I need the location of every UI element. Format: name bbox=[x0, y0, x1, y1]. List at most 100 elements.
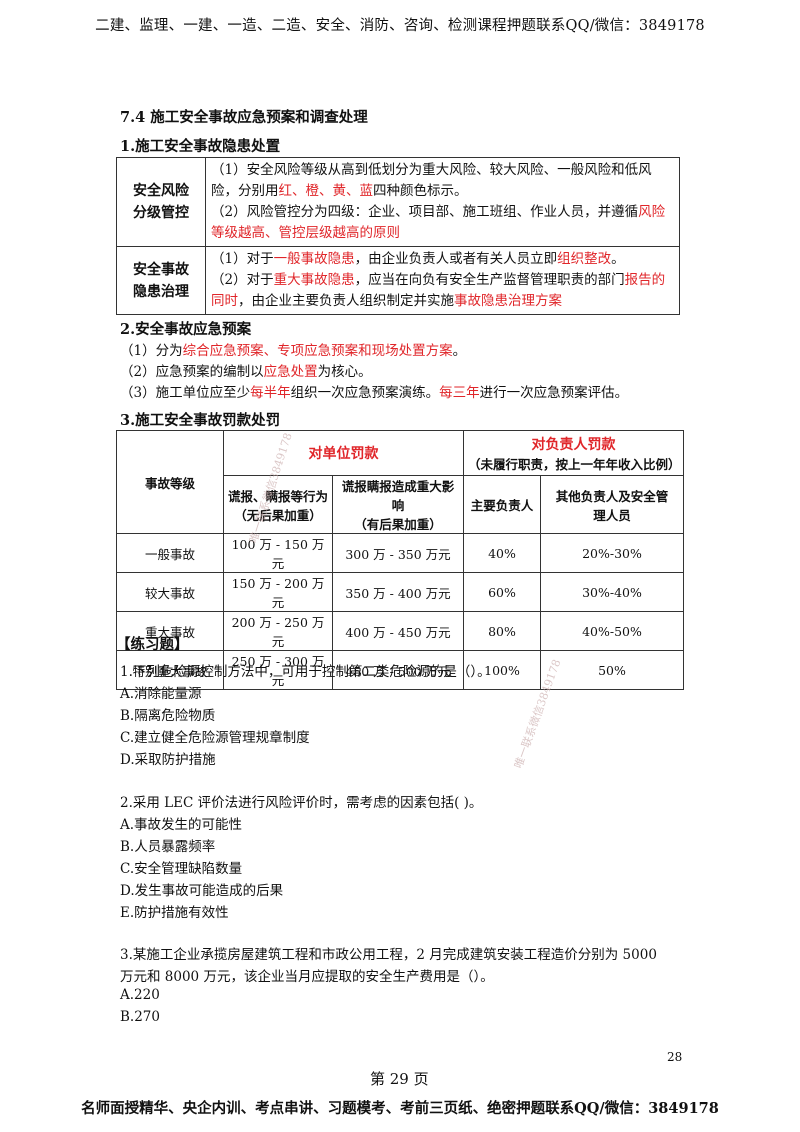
table-header-row: 事故等级 对单位罚款 对负责人罚款 （未履行职责，按上一年年收入比例） bbox=[116, 430, 684, 534]
highlight-text: 事故隐患治理方案 bbox=[454, 293, 562, 309]
highlight-text: 报告的同时 bbox=[211, 272, 666, 309]
cell: 350 万 - 400 万元 bbox=[332, 572, 464, 612]
cell: 30%-40% bbox=[540, 572, 684, 612]
cell: 20%-30% bbox=[540, 533, 684, 573]
header-unit-fine: 对单位罚款 bbox=[223, 430, 464, 476]
text: （2）对于 bbox=[211, 272, 274, 288]
question-3-stem-line-2: 万元和 8000 万元，该企业当月应提取的安全生产费用是（）。 bbox=[120, 969, 494, 985]
text: ，由企业主要负责人组织制定并实施 bbox=[238, 293, 454, 309]
row-key: 安全风险 分级管控 bbox=[116, 157, 206, 247]
text: （1）分为 bbox=[120, 343, 183, 359]
cell: 150 万 - 200 万元 bbox=[223, 572, 333, 612]
practice-title: 【练习题】 bbox=[116, 636, 189, 653]
header-col: 其他负责人及安全管理人员 bbox=[540, 475, 684, 534]
row-key-line: 分级管控 bbox=[133, 205, 189, 221]
question-2-option-a: A.事故发生的可能性 bbox=[120, 817, 243, 833]
question-2-option-e: E.防护措施有效性 bbox=[120, 905, 229, 921]
text: （2）应急预案的编制以 bbox=[120, 364, 264, 380]
cell: 60% bbox=[463, 572, 541, 612]
header-level: 事故等级 bbox=[116, 430, 224, 534]
text: （1）安全风险等级从高到低划分为重大风险、较大风险、一般风险和低风险，分别用 bbox=[211, 162, 652, 199]
cell: 400 万 - 450 万元 bbox=[332, 611, 464, 651]
header-line: （无后果加重） bbox=[234, 507, 322, 523]
row-value: （1）安全风险等级从高到低划分为重大风险、较大风险、一般风险和低风险，分别用红、… bbox=[205, 157, 680, 247]
table-row: 一般事故 100 万 - 150 万元 300 万 - 350 万元 40% 2… bbox=[116, 533, 684, 573]
hazard-handling-table: 安全风险 分级管控 （1）安全风险等级从高到低划分为重大风险、较大风险、一般风险… bbox=[116, 157, 680, 315]
table-row: 重大事故 200 万 - 250 万元 400 万 - 450 万元 80% 4… bbox=[116, 611, 684, 651]
page-footer: 名师面授精华、央企内训、考点串讲、习题模考、考前三页纸、绝密押题联系QQ/微信：… bbox=[81, 1100, 719, 1117]
cell: 较大事故 bbox=[116, 572, 224, 612]
header-line: 谎报瞒报造成重大影响 bbox=[341, 479, 455, 513]
cell: 250 万 - 300 万元 bbox=[223, 650, 333, 690]
highlight-text: 一般事故隐患 bbox=[273, 251, 355, 267]
header-line: （未履行职责，按上一年年收入比例） bbox=[468, 456, 681, 472]
table-row: 安全事故 隐患治理 （1）对于一般事故隐患，由企业负责人或者有关人员立即组织整改… bbox=[116, 246, 680, 315]
text: 。 bbox=[611, 251, 625, 267]
highlight-text: 风险等级越高、管控层级越高的原则 bbox=[211, 204, 666, 241]
text: 四种颜色标示。 bbox=[373, 183, 468, 199]
page-number-small: 28 bbox=[667, 1050, 683, 1064]
question-3-stem-line-1: 3.某施工企业承揽房屋建筑工程和市政公用工程，2 月完成建筑安装工程造价分别为 … bbox=[120, 947, 657, 963]
page-number: 第 29 页 bbox=[370, 1070, 429, 1088]
header-line: 理人员 bbox=[593, 507, 631, 523]
highlight-text: 综合应急预案、专项应急预案和现场处置方案 bbox=[182, 343, 453, 359]
cell: 重大事故 bbox=[116, 611, 224, 651]
plan-line-2: （2）应急预案的编制以应急处置为核心。 bbox=[120, 362, 372, 383]
question-1-option-d: D.采取防护措施 bbox=[120, 752, 216, 768]
question-3-option-b: B.270 bbox=[120, 1009, 160, 1025]
highlight-text: 每半年 bbox=[250, 385, 291, 401]
plan-line-3: （3）施工单位应至少每半年组织一次应急预案演练。每三年进行一次应急预案评估。 bbox=[120, 383, 628, 404]
text: （2）风险管控分为四级：企业、项目部、施工班组、作业人员，并遵循 bbox=[211, 204, 639, 220]
text: 为核心。 bbox=[317, 364, 372, 380]
question-2-stem: 2.采用 LEC 评价法进行风险评价时，需考虑的因素包括( )。 bbox=[120, 795, 483, 811]
cell: 40%-50% bbox=[540, 611, 684, 651]
section-title: 7.4 施工安全事故应急预案和调查处理 bbox=[120, 109, 368, 126]
header-person-fine: 对负责人罚款 （未履行职责，按上一年年收入比例） bbox=[463, 430, 684, 476]
text: （1）对于 bbox=[211, 251, 274, 267]
subsection-3-title: 3.施工安全事故罚款处罚 bbox=[120, 412, 281, 429]
header-col: 谎报瞒报造成重大影响 （有后果加重） bbox=[332, 475, 464, 534]
cell: 450 万 - 500 万元 bbox=[332, 650, 464, 690]
cell: 40% bbox=[463, 533, 541, 573]
row-key: 安全事故 隐患治理 bbox=[116, 246, 206, 315]
subsection-1-title: 1.施工安全事故隐患处置 bbox=[120, 138, 281, 155]
highlight-text: 组织整改 bbox=[557, 251, 612, 267]
text: 。 bbox=[452, 343, 467, 359]
header-col: 主要负责人 bbox=[463, 475, 541, 534]
header-line: 对负责人罚款 bbox=[531, 436, 616, 453]
question-1-stem: 1.下列危险源控制方法中，可用于控制第二类危险源的是（）。 bbox=[120, 664, 491, 680]
cell: 一般事故 bbox=[116, 533, 224, 573]
penalty-table: 事故等级 对单位罚款 对负责人罚款 （未履行职责，按上一年年收入比例） 谎报、瞒… bbox=[116, 430, 684, 690]
header-line: 谎报、瞒报等行为 bbox=[228, 488, 329, 504]
row-key-line: 隐患治理 bbox=[133, 283, 189, 300]
plan-line-1: （1）分为综合应急预案、专项应急预案和现场处置方案。 bbox=[120, 341, 466, 362]
header-line: 其他负责人及安全管 bbox=[555, 488, 669, 504]
table-row: 较大事故 150 万 - 200 万元 350 万 - 400 万元 60% 3… bbox=[116, 572, 684, 612]
highlight-text: 重大事故隐患 bbox=[273, 272, 355, 288]
row-key-line: 安全风险 bbox=[133, 183, 189, 199]
highlight-text: 红、橙、黄、蓝 bbox=[278, 183, 374, 199]
text: （3）施工单位应至少 bbox=[120, 385, 251, 401]
question-1-option-a: A.消除能量源 bbox=[120, 686, 202, 702]
page-header: 二建、监理、一建、一造、二造、安全、消防、咨询、检测课程押题联系QQ/微信：38… bbox=[95, 18, 705, 34]
table-header-row: 谎报、瞒报等行为（无后果加重） 谎报瞒报造成重大影响（有后果加重） 主要负责人 … bbox=[117, 475, 684, 534]
row-value: （1）对于一般事故隐患，由企业负责人或者有关人员立即组织整改。 （2）对于重大事… bbox=[205, 246, 680, 315]
row-key-line: 安全事故 bbox=[133, 261, 189, 278]
table-row: 安全风险 分级管控 （1）安全风险等级从高到低划分为重大风险、较大风险、一般风险… bbox=[116, 157, 680, 247]
cell: 特别重大事故 bbox=[116, 650, 224, 690]
cell: 100 万 - 150 万元 bbox=[223, 533, 333, 573]
text: ，应当在向负有安全生产监督管理职责的部门 bbox=[354, 272, 625, 288]
question-3-option-a: A.220 bbox=[120, 987, 160, 1003]
text: ，由企业负责人或者有关人员立即 bbox=[354, 251, 558, 267]
table-row: 特别重大事故 250 万 - 300 万元 450 万 - 500 万元 100… bbox=[116, 650, 684, 690]
header-line: （有后果加重） bbox=[354, 517, 442, 532]
question-1-option-b: B.隔离危险物质 bbox=[120, 708, 216, 724]
question-1-option-c: C.建立健全危险源管理规章制度 bbox=[120, 730, 310, 746]
cell: 300 万 - 350 万元 bbox=[332, 533, 464, 573]
cell: 50% bbox=[540, 650, 684, 690]
header-col: 谎报、瞒报等行为 （无后果加重） bbox=[223, 475, 333, 534]
text: 组织一次应急预案演练。 bbox=[290, 385, 440, 401]
subsection-2-title: 2.安全事故应急预案 bbox=[120, 321, 252, 338]
cell: 200 万 - 250 万元 bbox=[223, 611, 333, 651]
text: 进行一次应急预案评估。 bbox=[479, 385, 629, 401]
